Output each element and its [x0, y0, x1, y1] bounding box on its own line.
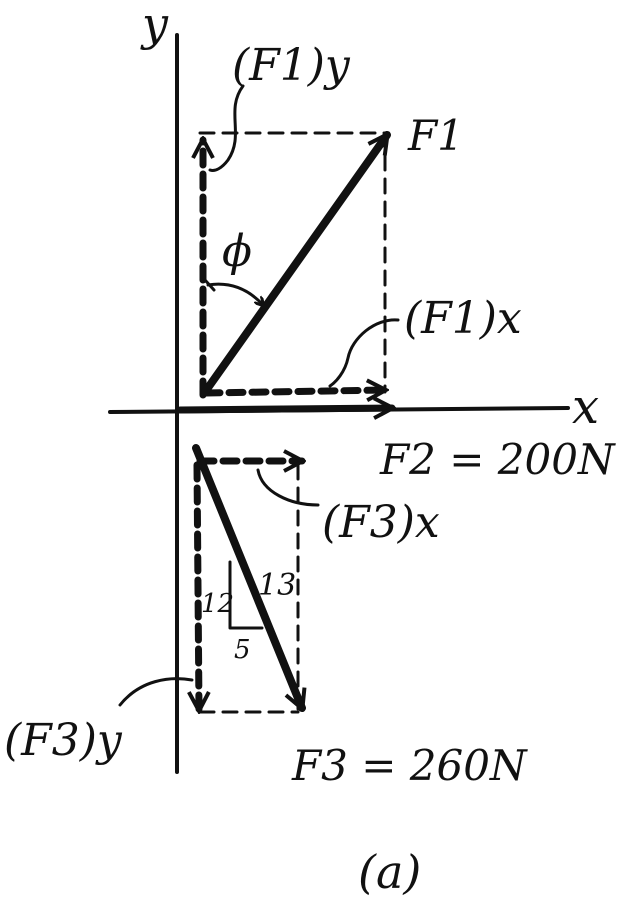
- f3-y-component-label: (F3)y: [4, 715, 123, 766]
- f3-y-component-arrow: [197, 461, 199, 710]
- f3-component-rectangle: [198, 463, 300, 714]
- f1-x-component-label: (F1)x: [404, 293, 522, 344]
- f1-y-leader: [208, 84, 245, 172]
- f3-x-component-label: (F3)x: [322, 497, 440, 548]
- phi-symbol: ϕ: [222, 226, 252, 277]
- phi-angle-arc: [206, 282, 263, 305]
- f1-x-leader: [328, 318, 400, 388]
- f3-arrow: [192, 444, 302, 708]
- figure-caption: (a): [358, 845, 421, 899]
- f1-arrow: [201, 135, 391, 396]
- y-axis-label: y: [140, 0, 169, 51]
- f1-component-rectangle: [198, 131, 387, 394]
- f3-x-leader: [256, 468, 320, 507]
- f2-label: F2 = 200N: [379, 435, 616, 484]
- slope-hyp-label: 13: [258, 568, 296, 603]
- slope-triangle: [228, 560, 264, 630]
- slope-vertical-label: 12: [201, 589, 234, 619]
- phi-angle-tick: [203, 278, 216, 292]
- f1-x-component-arrow: [202, 390, 385, 393]
- f1-y-component-label: (F1)y: [232, 40, 351, 91]
- x-axis-label: x: [572, 379, 599, 435]
- f3-label: F3 = 260N: [291, 741, 528, 790]
- slope-horizontal-label: 5: [234, 635, 251, 665]
- f3-y-leader: [118, 677, 194, 707]
- f1-label: F1: [407, 111, 464, 160]
- f2-arrow: [176, 408, 392, 410]
